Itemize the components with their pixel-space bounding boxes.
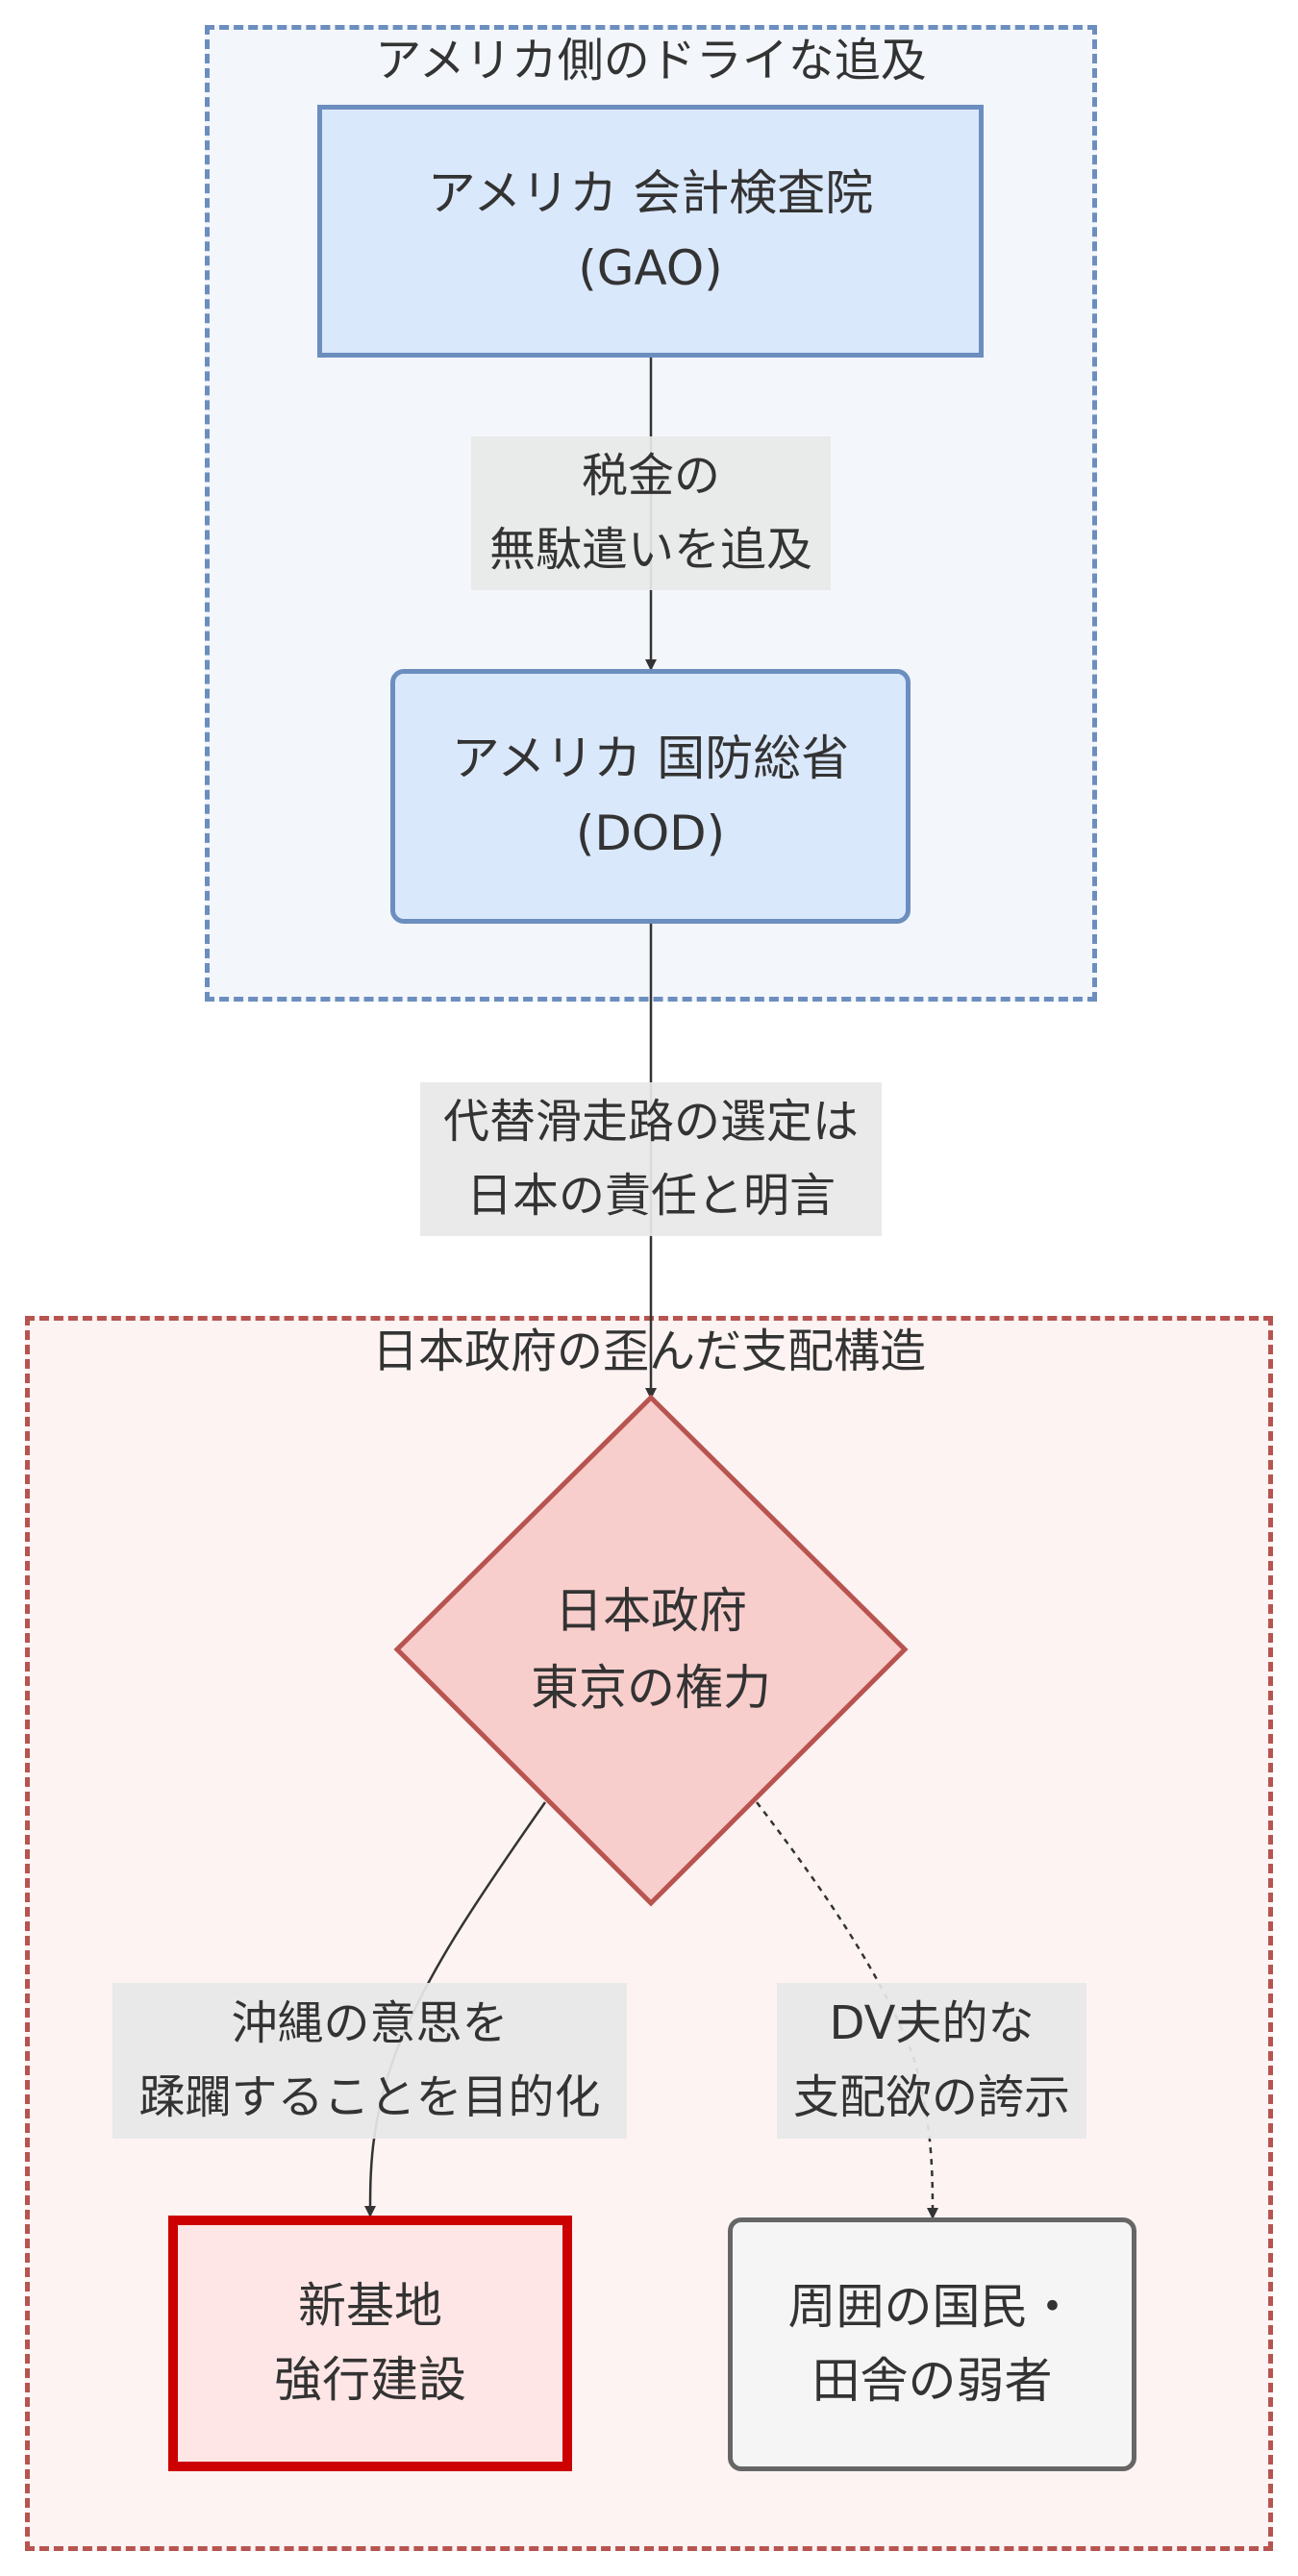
cluster-japan-title: 日本政府の歪んだ支配構造 (371, 1325, 926, 1378)
weak-label-line1: 周囲の国民・ (787, 2278, 1077, 2335)
new-base-label-line1: 新基地 (298, 2277, 442, 2334)
government-label-line1: 日本政府 (555, 1583, 747, 1639)
cluster-us-title: アメリカ側のドライな追及 (375, 34, 927, 87)
edge-label-gao-dod: 税金の 無駄遣いを追及 (471, 436, 831, 590)
dod-label-line2: (DOD) (575, 805, 726, 861)
edge-label-dod-gov: 代替滑走路の選定は 日本の責任と明言 (420, 1082, 882, 1236)
edge-government-to-weak (756, 1801, 938, 2219)
edge-label-gov-weak-line2: 支配欲の誇示 (792, 2070, 1070, 2124)
edge-label-dod-gov-line1: 代替滑走路の選定は (442, 1095, 859, 1150)
new-base-node: 新基地 強行建設 (168, 2216, 572, 2471)
dod-label-line1: アメリカ 国防総省 (451, 731, 850, 786)
government-node: 日本政府 東京の権力 (459, 1544, 843, 1755)
edge-label-gov-base-line2: 蹂躙することを目的化 (138, 2070, 601, 2124)
edge-label-gao-dod-line2: 無駄遣いを追及 (488, 523, 812, 577)
weak-label-line2: 田舎の弱者 (811, 2353, 1053, 2409)
edge-label-gov-base: 沖縄の意思を 蹂躙することを目的化 (112, 1983, 627, 2139)
edge-label-gov-weak: DV夫的な 支配欲の誇示 (777, 1983, 1086, 2139)
edge-label-gao-dod-line1: 税金の (581, 449, 720, 504)
edge-label-gov-base-line1: 沖縄の意思を (231, 1996, 509, 2051)
government-label-line2: 東京の権力 (531, 1660, 771, 1716)
weak-node: 周囲の国民・ 田舎の弱者 (728, 2217, 1136, 2471)
gao-label-line1: アメリカ 会計検査院 (427, 165, 874, 221)
edge-label-gov-weak-line1: DV夫的な (829, 1996, 1035, 2051)
new-base-label-line2: 強行建設 (274, 2352, 466, 2408)
dod-node: アメリカ 国防総省 (DOD) (390, 669, 911, 924)
edge-label-dod-gov-line2: 日本の責任と明言 (465, 1169, 836, 1223)
gao-label-line2: (GAO) (578, 239, 723, 296)
gao-node: アメリカ 会計検査院 (GAO) (317, 105, 984, 358)
government-diamond-shape (393, 1394, 909, 1907)
